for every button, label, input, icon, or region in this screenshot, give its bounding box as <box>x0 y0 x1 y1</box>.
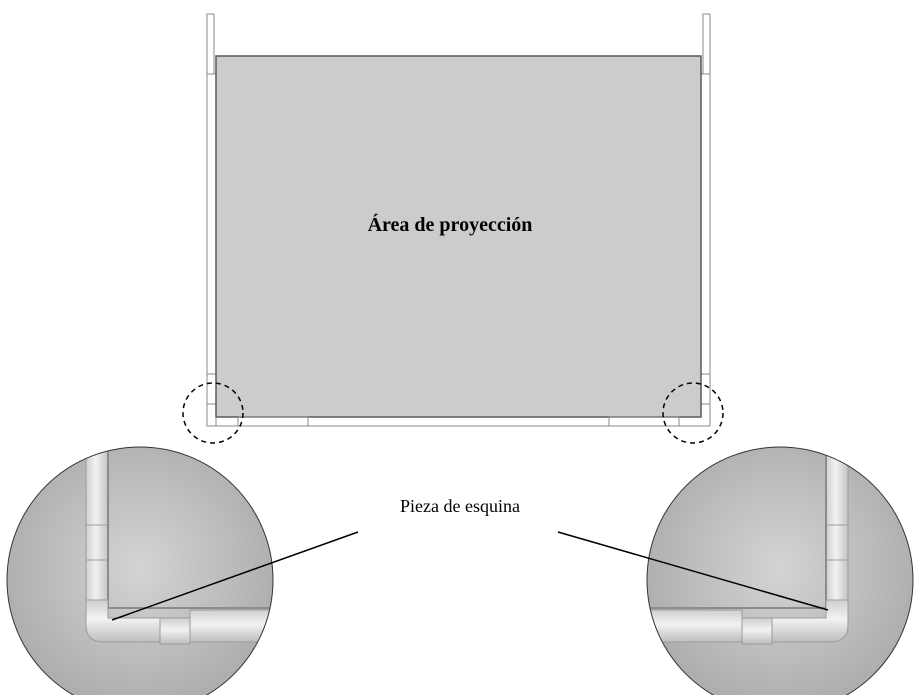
right-leader-line <box>557 531 829 611</box>
left-corner-highlight <box>182 382 244 444</box>
projection-area <box>215 55 702 418</box>
projection-area-label: Área de proyección <box>367 214 533 236</box>
left-corner-piece-zoom <box>6 446 274 695</box>
right-corner-piece-zoom <box>646 446 914 695</box>
bottom-trim <box>206 404 711 427</box>
left-leader-line <box>111 531 359 621</box>
right-corner-highlight <box>662 382 724 444</box>
left-vertical-trim <box>206 13 217 405</box>
corner-piece-label: Pieza de esquina <box>400 496 520 516</box>
right-vertical-trim <box>700 13 711 405</box>
